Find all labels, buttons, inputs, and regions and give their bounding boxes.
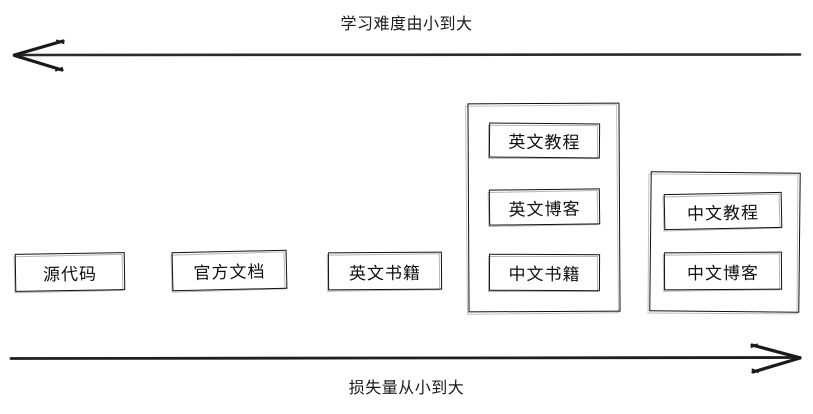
node-english-books[interactable]: 英文书籍 (327, 251, 443, 291)
node-chinese-books[interactable]: 中文书籍 (488, 253, 601, 292)
node-label: 中文教程 (686, 202, 760, 225)
node-label: 英文博客 (508, 199, 581, 220)
node-source-code[interactable]: 源代码 (14, 252, 126, 292)
node-label: 英文书籍 (348, 263, 422, 284)
bottom-axis-label: 损失量从小到大 (348, 378, 465, 397)
node-label: 官方文档 (193, 262, 266, 284)
node-label: 中文书籍 (508, 264, 581, 286)
top-arrow-icon (12, 39, 802, 72)
node-label: 源代码 (42, 264, 98, 285)
node-label: 中文博客 (686, 263, 760, 284)
top-axis-label: 学习难度由小到大 (340, 14, 473, 33)
node-label: 英文教程 (508, 132, 581, 154)
node-chinese-tutorial[interactable]: 中文教程 (663, 191, 783, 231)
node-official-docs[interactable]: 官方文档 (171, 249, 288, 292)
bottom-arrow-icon (9, 343, 802, 374)
node-english-tutorial[interactable]: 英文教程 (488, 122, 601, 159)
node-english-blog[interactable]: 英文博客 (488, 188, 601, 226)
node-chinese-blog[interactable]: 中文博客 (663, 251, 783, 291)
